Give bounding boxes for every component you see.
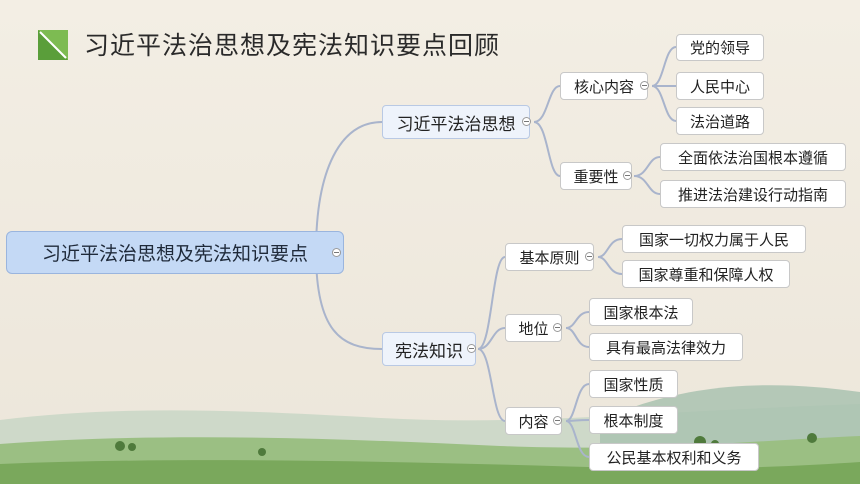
principles-collapse-icon[interactable] — [585, 252, 594, 261]
root-collapse-icon[interactable] — [332, 248, 341, 257]
page-title: 习近平法治思想及宪法知识要点回顾 — [84, 31, 501, 60]
node-core-content[interactable]: 核心内容 — [560, 72, 648, 100]
leaf-fundamental-guideline[interactable]: 全面依法治国根本遵循 — [660, 143, 846, 171]
leaf-action-guide[interactable]: 推进法治建设行动指南 — [660, 180, 846, 208]
node-importance[interactable]: 重要性 — [560, 162, 632, 190]
status-collapse-icon[interactable] — [553, 323, 562, 332]
leaf-fundamental-system[interactable]: 根本制度 — [589, 406, 678, 434]
node-status[interactable]: 地位 — [505, 314, 562, 342]
importance-collapse-icon[interactable] — [623, 171, 632, 180]
content-collapse-icon[interactable] — [553, 416, 562, 425]
branch-constitution-knowledge[interactable]: 宪法知识 — [382, 332, 476, 366]
leaf-human-rights[interactable]: 国家尊重和保障人权 — [622, 260, 790, 288]
root-node[interactable]: 习近平法治思想及宪法知识要点 — [6, 231, 344, 274]
leaf-power-belongs-to-people[interactable]: 国家一切权力属于人民 — [622, 225, 806, 253]
leaf-state-nature[interactable]: 国家性质 — [589, 370, 678, 398]
branch2-collapse-icon[interactable] — [467, 344, 476, 353]
leaf-citizen-rights-duties[interactable]: 公民基本权利和义务 — [589, 443, 759, 471]
leaf-party-leadership[interactable]: 党的领导 — [676, 34, 764, 61]
title-icon — [38, 30, 68, 60]
node-basic-principles[interactable]: 基本原则 — [505, 243, 594, 271]
leaf-rule-of-law-path[interactable]: 法治道路 — [676, 107, 764, 135]
core-collapse-icon[interactable] — [640, 81, 649, 90]
branch-xi-rule-of-law[interactable]: 习近平法治思想 — [382, 105, 530, 139]
leaf-fundamental-law[interactable]: 国家根本法 — [589, 298, 693, 326]
leaf-supreme-legal-effect[interactable]: 具有最高法律效力 — [589, 333, 743, 361]
leaf-people-centered[interactable]: 人民中心 — [676, 72, 764, 100]
branch1-collapse-icon[interactable] — [522, 117, 531, 126]
